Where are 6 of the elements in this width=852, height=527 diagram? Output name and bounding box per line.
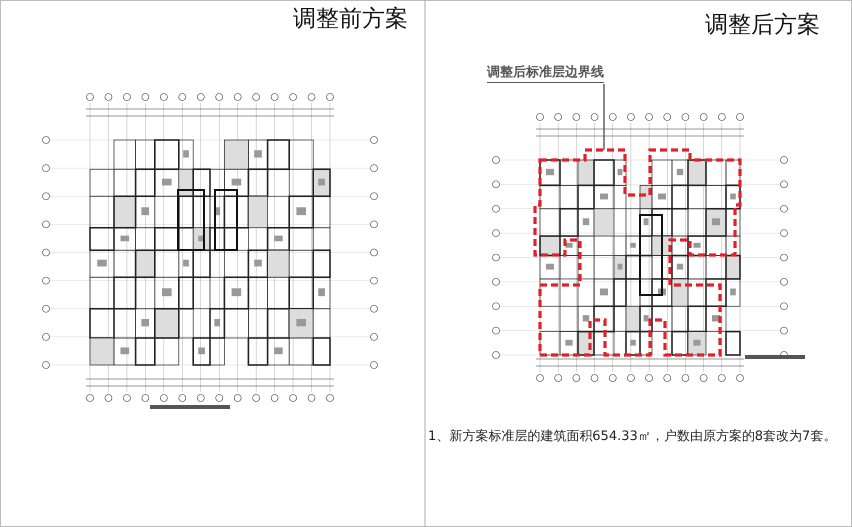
heading: 调整前方案 — [293, 6, 408, 34]
heading: 调整后方案 — [705, 12, 820, 40]
leader-line — [603, 84, 605, 150]
boundary-outline — [533, 148, 742, 357]
callout-label: 调整后标准层边界线 — [487, 65, 604, 83]
note: 1、新方案标准层的建筑面积654.33㎡，户数由原方案的8套改为7套。 — [428, 428, 836, 445]
